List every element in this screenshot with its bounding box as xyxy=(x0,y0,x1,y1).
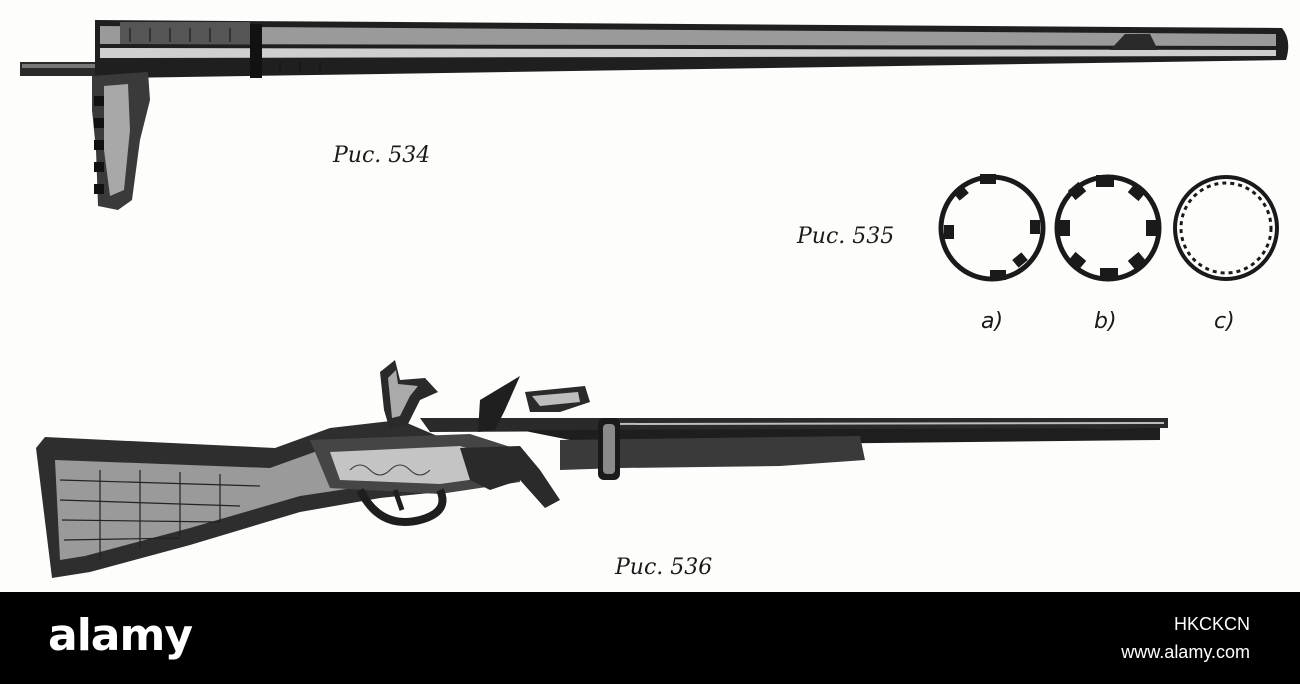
gun-illustrations xyxy=(20,20,1289,578)
site-url-label: www.alamy.com xyxy=(1121,642,1250,662)
figure-535-ring-b xyxy=(1054,174,1162,282)
figure-536-flintlock-musket xyxy=(36,360,1168,578)
figure-535-caption: Рис. 535 xyxy=(797,224,895,249)
brand-logo: alamy xyxy=(48,610,193,661)
engraved-illustration: Рис. 534 Рис. 535 a) b) c) Рис. 536 xyxy=(20,20,1289,580)
watermark-footer-bar: alamy HKCKCN www.alamy.com xyxy=(0,592,1300,684)
figure-535-label-a: a) xyxy=(981,309,1004,334)
figure-536-caption: Рис. 536 xyxy=(615,555,713,580)
figure-535-label-c: c) xyxy=(1214,309,1235,334)
figure-535-ring-c xyxy=(1173,175,1279,281)
figure-535-ring-a xyxy=(938,174,1046,282)
figure-534-caption: Рис. 534 xyxy=(333,143,431,168)
figure-534-barrel-drawing xyxy=(20,20,1289,210)
figure-535-label-b: b) xyxy=(1094,309,1117,334)
image-id-label: HKCKCN xyxy=(1173,614,1250,634)
